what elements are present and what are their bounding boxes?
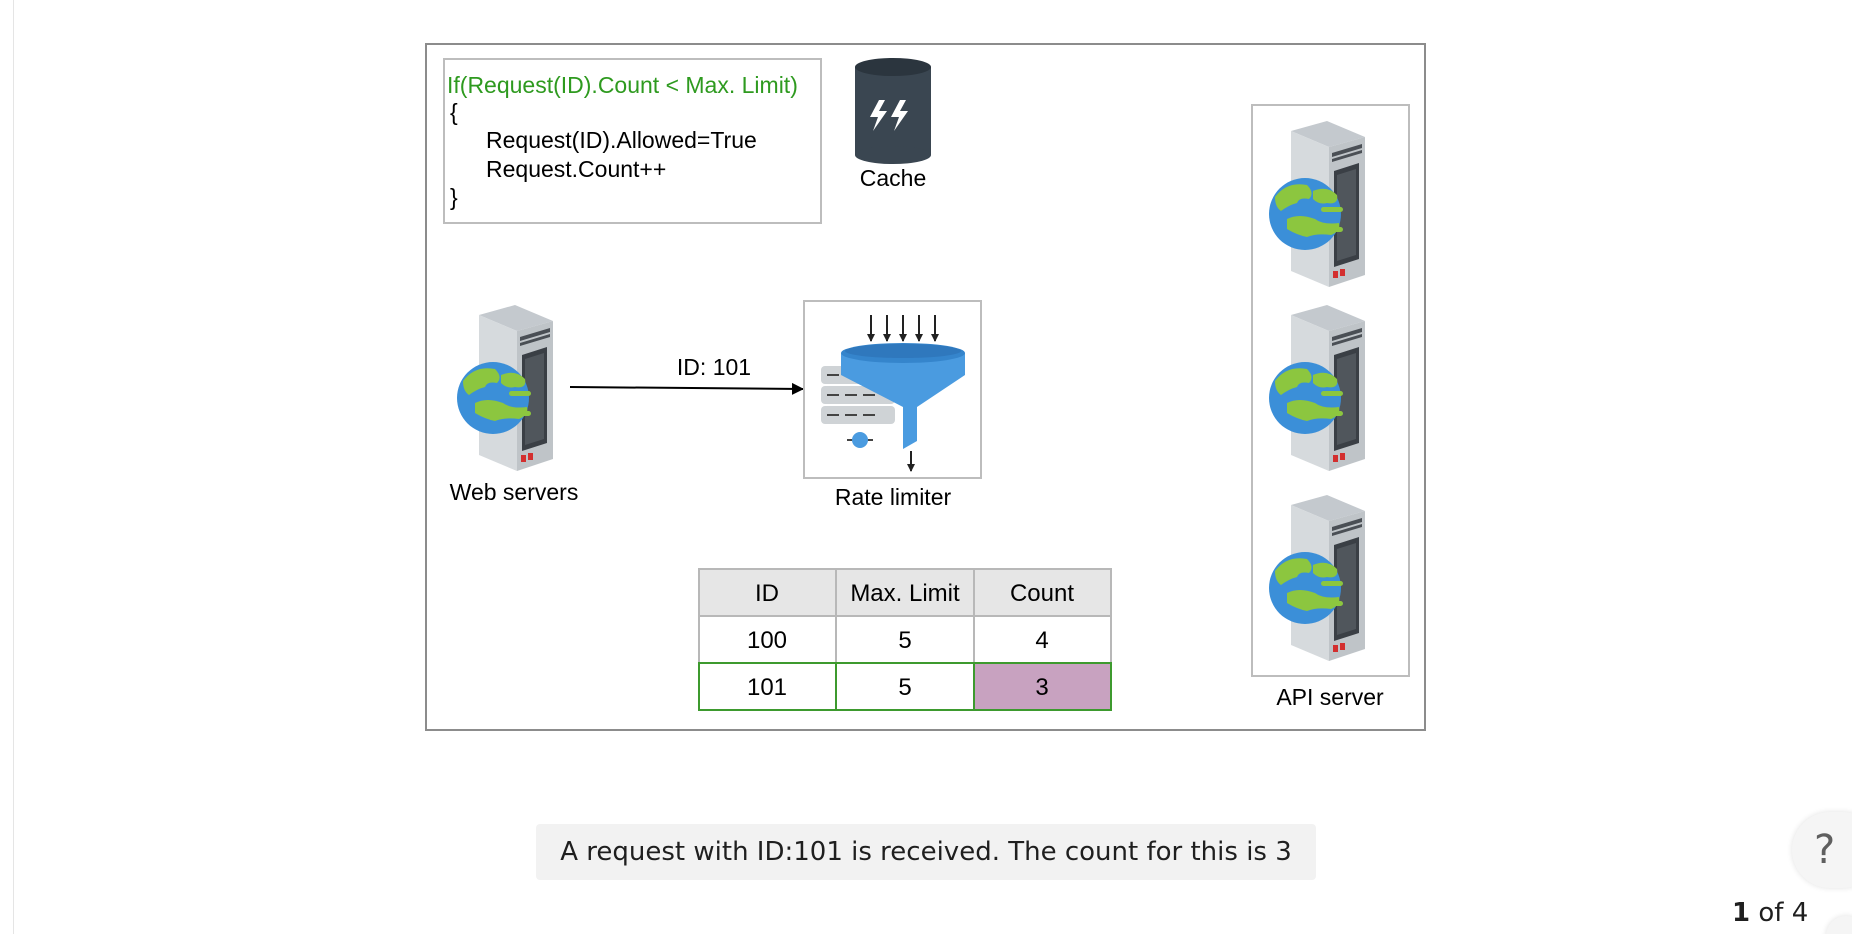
table-header-max-limit: Max. Limit bbox=[850, 580, 960, 607]
api-server-label: API server bbox=[1276, 684, 1384, 710]
diagram-canvas: If(Request(ID).Count < Max. Limit) { Req… bbox=[443, 58, 1410, 711]
slide-caption: A request with ID:101 is received. The c… bbox=[536, 824, 1316, 880]
table-row-1-count: 3 bbox=[1035, 674, 1048, 701]
table-row-0-id: 100 bbox=[747, 627, 787, 654]
question-mark-icon: ? bbox=[1814, 827, 1836, 873]
table-row-0-max-limit: 5 bbox=[898, 627, 911, 654]
pager-total: 4 bbox=[1791, 898, 1809, 928]
help-button[interactable]: ? bbox=[1792, 812, 1852, 888]
limits-table: ID Max. Limit Count 100 5 4 101 5 3 bbox=[698, 568, 1112, 711]
slide-pager: 1 of 4 bbox=[1732, 898, 1808, 928]
cache-label: Cache bbox=[860, 165, 926, 191]
code-close-brace: } bbox=[450, 184, 458, 210]
table-header-id: ID bbox=[755, 580, 779, 607]
table-row-1-id: 101 bbox=[747, 674, 787, 701]
request-arrow bbox=[569, 382, 804, 395]
corner-button[interactable] bbox=[1826, 916, 1852, 934]
rate-limiter-label: Rate limiter bbox=[835, 484, 952, 510]
table-row-1-max-limit: 5 bbox=[898, 674, 911, 701]
pager-current: 1 bbox=[1732, 898, 1751, 928]
table-cell bbox=[698, 615, 837, 664]
table-header-count: Count bbox=[1010, 580, 1074, 607]
table-header-cell bbox=[835, 568, 975, 617]
left-divider bbox=[13, 0, 14, 934]
code-count-line: Request.Count++ bbox=[486, 156, 666, 182]
table-cell bbox=[835, 615, 975, 664]
cache-icon bbox=[855, 58, 931, 164]
request-id-label: ID: 101 bbox=[677, 354, 751, 380]
code-condition: If(Request(ID).Count < Max. Limit) bbox=[447, 72, 798, 98]
table-cell bbox=[835, 662, 975, 711]
table-row-0-count: 4 bbox=[1035, 627, 1048, 654]
code-allowed-line: Request(ID).Allowed=True bbox=[486, 127, 757, 153]
code-open-brace: { bbox=[450, 99, 458, 125]
highlighted-count-cell bbox=[973, 662, 1112, 711]
pager-separator: of bbox=[1758, 898, 1784, 928]
funnel-filter-icon bbox=[821, 315, 965, 472]
web-server-icon bbox=[457, 305, 553, 471]
web-servers-label: Web servers bbox=[450, 479, 579, 505]
diagram-frame: If(Request(ID).Count < Max. Limit) { Req… bbox=[425, 43, 1426, 731]
code-box bbox=[443, 58, 822, 224]
